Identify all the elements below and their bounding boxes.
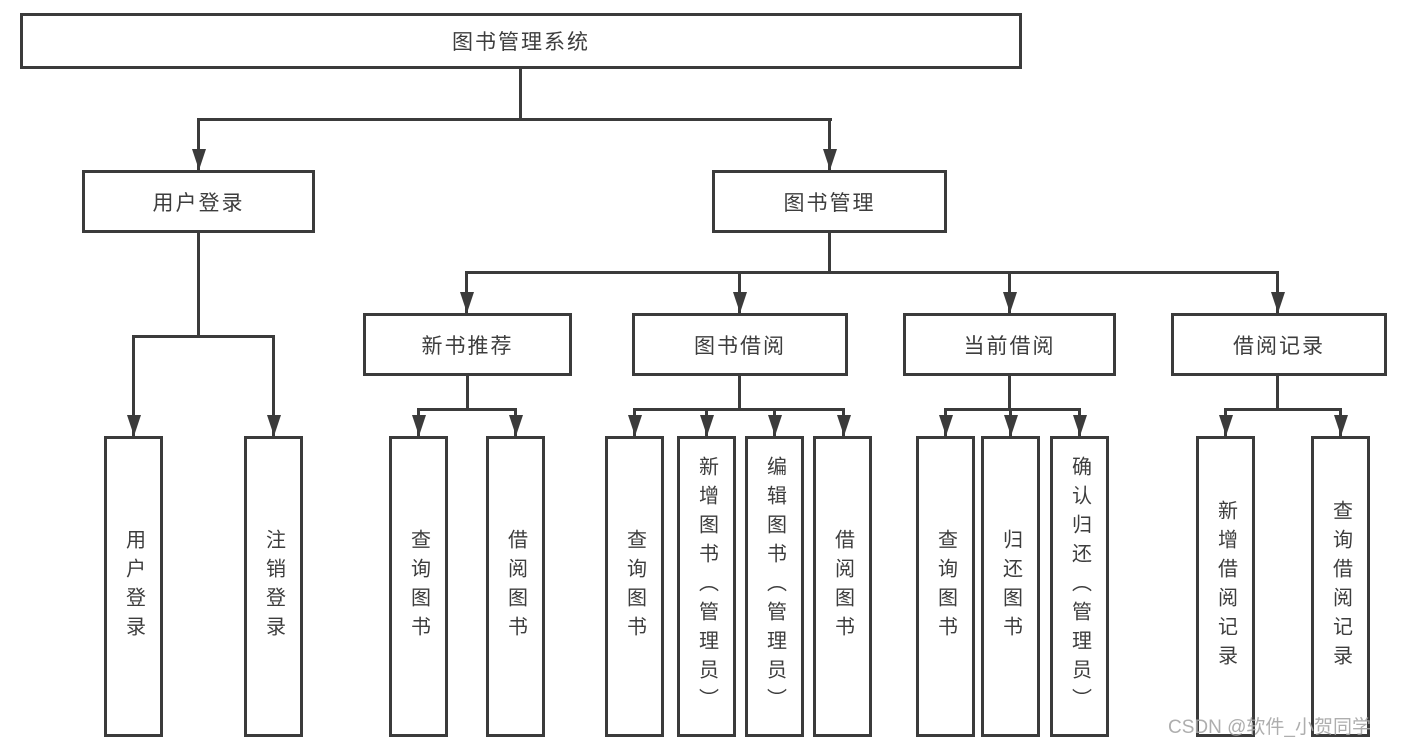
node-label: 注销登录 xyxy=(262,528,285,645)
connector-arrow-down xyxy=(1078,408,1081,436)
connector-vline xyxy=(738,376,741,411)
node-label: 当前借阅 xyxy=(963,334,1056,358)
connector-arrow-down xyxy=(272,335,275,436)
leaf-query-borrow-record: 查询借阅记录 xyxy=(1311,436,1370,737)
node-current-borrow: 当前借阅 xyxy=(903,313,1116,376)
connector-arrow-down xyxy=(417,408,420,436)
node-user-login: 用户登录 xyxy=(82,170,315,233)
node-label: 用户登录 xyxy=(152,191,245,215)
connector-vline xyxy=(197,233,200,338)
node-book-management: 图书管理 xyxy=(712,170,947,233)
leaf-add-borrow-record: 新增借阅记录 xyxy=(1196,436,1255,737)
connector-arrow-down xyxy=(738,271,741,313)
connector-arrow-down xyxy=(1276,271,1279,313)
connector-arrow-down xyxy=(842,408,845,436)
leaf-query-books-borrow: 查询图书 xyxy=(605,436,664,737)
leaf-query-books-current: 查询图书 xyxy=(916,436,975,737)
connector-hline xyxy=(633,408,845,411)
connector-arrow-down xyxy=(1008,271,1011,313)
connector-arrow-down xyxy=(944,408,947,436)
leaf-user-login: 用户登录 xyxy=(104,436,163,737)
connector-arrow-down xyxy=(1224,408,1227,436)
leaf-return-books: 归还图书 xyxy=(981,436,1040,737)
node-label: 新书推荐 xyxy=(421,334,514,358)
node-root-library-system: 图书管理系统 xyxy=(20,13,1022,69)
connector-arrow-down xyxy=(197,118,200,170)
node-label: 确认归还（管理员） xyxy=(1068,456,1091,717)
connector-vline xyxy=(1008,376,1011,411)
connector-vline xyxy=(1276,376,1279,411)
node-label: 归还图书 xyxy=(999,528,1022,645)
connector-hline xyxy=(132,335,275,338)
connector-arrow-down xyxy=(705,408,708,436)
node-label: 查询图书 xyxy=(934,528,957,645)
connector-vline xyxy=(828,233,831,274)
node-label: 查询借阅记录 xyxy=(1329,499,1352,674)
node-book-borrow: 图书借阅 xyxy=(632,313,848,376)
node-label: 图书管理系统 xyxy=(452,31,590,54)
node-borrow-records: 借阅记录 xyxy=(1171,313,1387,376)
node-new-book-recommend: 新书推荐 xyxy=(363,313,572,376)
node-label: 借阅记录 xyxy=(1233,334,1325,358)
connector-hline xyxy=(197,118,832,121)
leaf-borrow-books-recommend: 借阅图书 xyxy=(486,436,545,737)
connector-arrow-down xyxy=(828,118,831,170)
connector-hline xyxy=(944,408,1081,411)
leaf-add-books-admin: 新增图书（管理员） xyxy=(677,436,736,737)
connector-hline xyxy=(465,271,1279,274)
node-label: 借阅图书 xyxy=(504,528,527,645)
connector-hline xyxy=(417,408,517,411)
leaf-edit-books-admin: 编辑图书（管理员） xyxy=(745,436,804,737)
node-label: 查询图书 xyxy=(407,528,430,645)
node-label: 新增图书（管理员） xyxy=(695,456,718,717)
leaf-borrow-books: 借阅图书 xyxy=(813,436,872,737)
node-label: 新增借阅记录 xyxy=(1214,499,1237,674)
node-label: 借阅图书 xyxy=(831,528,854,645)
node-label: 查询图书 xyxy=(623,528,646,645)
leaf-confirm-return-admin: 确认归还（管理员） xyxy=(1050,436,1109,737)
connector-arrow-down xyxy=(514,408,517,436)
node-label: 图书借阅 xyxy=(694,334,786,358)
connector-vline xyxy=(519,69,522,121)
connector-vline xyxy=(466,376,469,411)
node-label: 图书管理 xyxy=(783,191,876,215)
node-label: 编辑图书（管理员） xyxy=(763,456,786,717)
connector-arrow-down xyxy=(1339,408,1342,436)
connector-arrow-down xyxy=(633,408,636,436)
leaf-query-books-recommend: 查询图书 xyxy=(389,436,448,737)
connector-arrow-down xyxy=(132,335,135,436)
csdn-watermark: CSDN @软件_小贺同学 xyxy=(1168,717,1371,738)
connector-arrow-down xyxy=(1009,408,1012,436)
leaf-logout: 注销登录 xyxy=(244,436,303,737)
connector-arrow-down xyxy=(465,271,468,313)
connector-hline xyxy=(1224,408,1342,411)
connector-arrow-down xyxy=(773,408,776,436)
node-label: 用户登录 xyxy=(122,528,145,645)
